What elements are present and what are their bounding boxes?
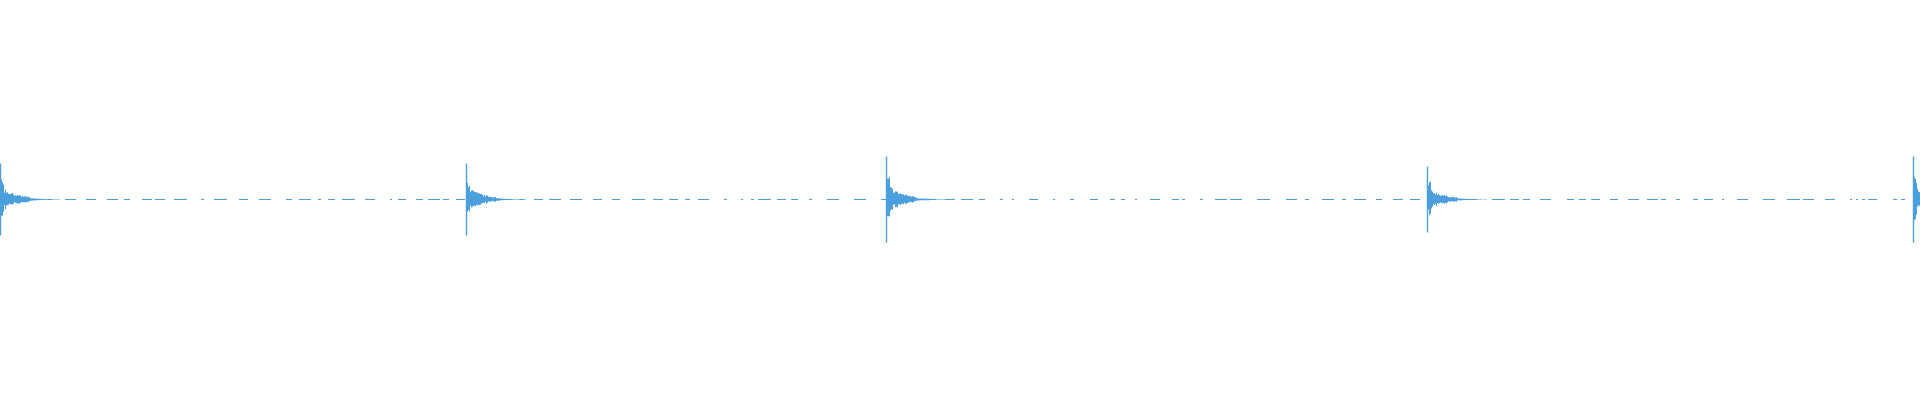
waveform-burst (465, 163, 526, 236)
waveform-burst (885, 156, 946, 243)
waveform-burst (0, 163, 60, 236)
waveform-burst (1426, 166, 1487, 233)
decay-envelope (1, 179, 60, 216)
waveform-bursts (0, 156, 1920, 243)
decay-envelope (1914, 176, 1920, 220)
decay-envelope (467, 182, 526, 212)
waveform-burst (1912, 156, 1920, 243)
decay-envelope (1428, 181, 1487, 215)
decay-envelope (887, 177, 946, 217)
